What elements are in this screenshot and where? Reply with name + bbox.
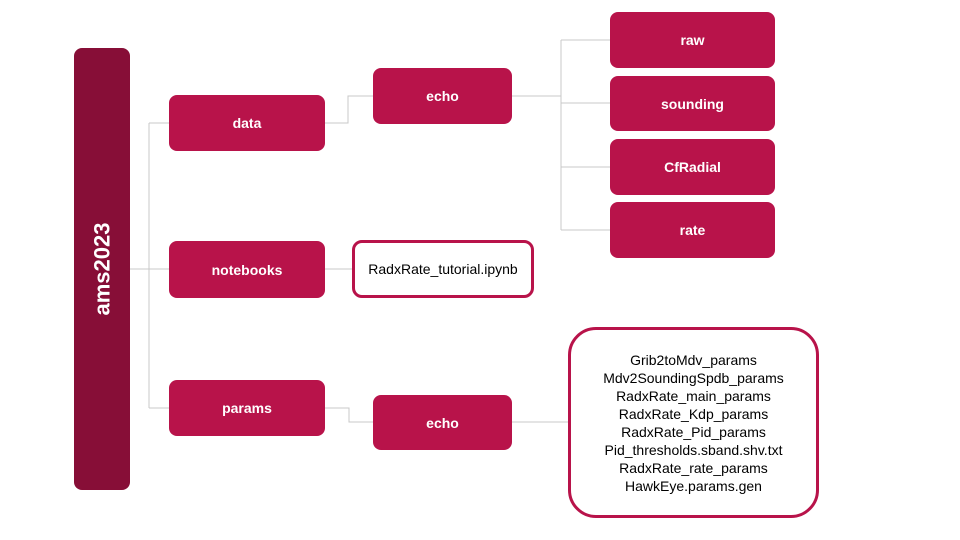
folder-data-echo-label: echo — [426, 88, 459, 104]
root-folder-label: ams2023 — [89, 222, 115, 316]
folder-params: params — [169, 380, 325, 436]
folder-notebooks-label: notebooks — [211, 261, 283, 278]
folder-raw-label: raw — [680, 32, 705, 48]
folder-notebooks: notebooks — [169, 241, 325, 298]
folder-cfradial: CfRadial — [610, 139, 775, 195]
file-radxrate-tutorial-label: RadxRate_tutorial.ipynb — [368, 261, 518, 277]
file-list-item: RadxRate_rate_params — [619, 459, 768, 476]
file-list-item: RadxRate_Pid_params — [621, 423, 766, 440]
root-folder-ams2023: ams2023 — [74, 48, 130, 490]
connector-data-echo — [325, 95, 373, 124]
folder-raw: raw — [610, 12, 775, 68]
file-radxrate-tutorial: RadxRate_tutorial.ipynb — [352, 240, 534, 298]
connector-params-echo — [325, 407, 373, 423]
folder-cfradial-label: CfRadial — [664, 159, 721, 175]
file-list-item: Grib2toMdv_params — [630, 351, 757, 368]
file-list-item: Pid_thresholds.sband.shv.txt — [604, 441, 783, 458]
folder-rate-label: rate — [679, 222, 706, 238]
folder-rate: rate — [610, 202, 775, 258]
folder-data-echo: echo — [373, 68, 512, 124]
folder-data-label: data — [232, 115, 262, 131]
folder-data: data — [169, 95, 325, 151]
file-list-item: RadxRate_Kdp_params — [618, 405, 769, 422]
folder-params-label: params — [222, 400, 272, 416]
file-list-item: HawkEye.params.gen — [625, 477, 762, 494]
folder-sounding: sounding — [610, 76, 775, 131]
folder-params-echo-label: echo — [426, 414, 459, 431]
file-list-item: Mdv2SoundingSpdb_params — [603, 369, 784, 386]
params-file-list: Grib2toMdv_params Mdv2SoundingSpdb_param… — [568, 327, 819, 518]
file-list-item: RadxRate_main_params — [616, 387, 771, 404]
folder-params-echo: echo — [373, 395, 512, 450]
folder-sounding-label: sounding — [661, 95, 724, 112]
